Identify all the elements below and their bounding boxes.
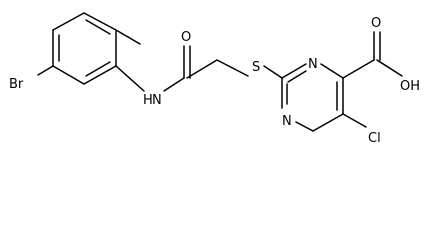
chemical-structure: Br H N O S N N O OH Cl: [9, 12, 420, 146]
bond: [83, 65, 117, 85]
bond-ring-carboxyl: [342, 59, 375, 79]
hydroxyl-label: OH: [400, 79, 420, 94]
bond-ring-cl: [342, 113, 367, 128]
bromophenyl-ring: [52, 12, 117, 85]
bond: [320, 63, 344, 79]
aromatic-double-bond: [85, 61, 111, 77]
bond: [52, 12, 85, 31]
bond-n-carbonyl: [163, 77, 185, 92]
chlorine-label: Cl: [368, 131, 381, 146]
ring-nitrogen-bottom-label: N: [282, 114, 292, 129]
amide-hydrogen-label: H: [143, 93, 153, 108]
bond-carbonyl-ch2: [186, 59, 218, 79]
bond: [281, 63, 307, 79]
pyrimidine-ring: [281, 63, 344, 132]
aromatic-double-bond: [85, 19, 111, 35]
ring-nitrogen-top-label: N: [308, 57, 318, 72]
amide-nitrogen-label: N: [152, 93, 162, 108]
bond-ring-nh: [115, 29, 141, 45]
bond-ring-br: [37, 65, 54, 76]
bond: [52, 65, 85, 85]
sulfur-label: S: [252, 60, 260, 75]
carboxyl-oxygen-label: O: [371, 16, 381, 31]
bond: [83, 12, 117, 31]
bond-carboxyl-oh: [376, 59, 403, 77]
bromine-label: Br: [9, 77, 24, 92]
aromatic-double-bond: [287, 70, 307, 83]
bond-ring-nh-lower: [115, 65, 145, 92]
bond-s-pyrimidine: [263, 65, 283, 79]
carbonyl-oxygen-label: O: [181, 30, 191, 45]
bond-ch2-s: [216, 59, 249, 77]
bond: [295, 121, 314, 132]
bond: [312, 113, 344, 132]
